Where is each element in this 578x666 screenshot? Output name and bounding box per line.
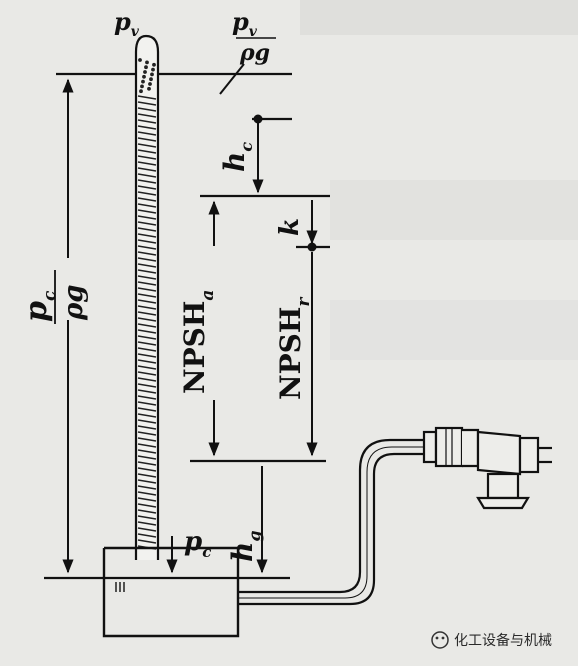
hc-dot [253, 114, 263, 124]
pc-bottom-label: pc [184, 527, 211, 561]
pv-frac-num: pv [232, 7, 258, 40]
hg-label: hg [226, 530, 264, 562]
pv-frac-den: ρg [239, 40, 270, 66]
pc-frac-num: pc [19, 290, 60, 322]
npsha-label: NPSHa [178, 290, 218, 394]
dimension-arrows [62, 63, 318, 574]
suction-pipe [238, 438, 426, 606]
pv-leader [219, 63, 245, 95]
watermark-text: 化工设备与机械 [454, 632, 552, 649]
labels: pv pv ρg hc pc ρg k NPSHa NPSHr hg pc [19, 7, 314, 562]
npshr-label: NPSHr [274, 297, 314, 400]
background-print-through [300, 0, 578, 360]
pc-frac-den: ρg [59, 285, 89, 321]
k-label: k [275, 218, 305, 236]
pump [422, 426, 552, 510]
pv-top-label: pv [114, 7, 140, 40]
watermark: 化工设备与机械 [431, 631, 552, 649]
k-dot [307, 242, 317, 252]
tube-liquid-column [137, 58, 157, 550]
watermark-logo-icon [431, 631, 449, 649]
hc-label: hc [218, 142, 256, 172]
